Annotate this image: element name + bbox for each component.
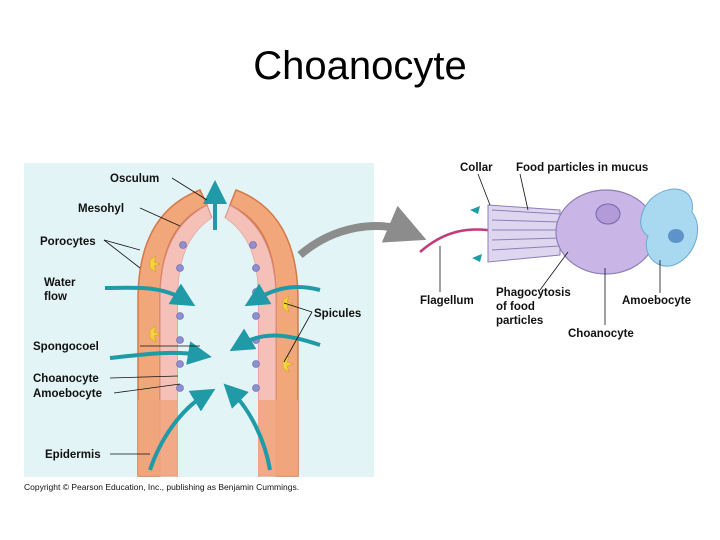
choanocyte-cell-body [556,190,656,274]
copyright-notice: Copyright © Pearson Education, Inc., pub… [24,482,299,492]
amoebocyte-cell-shape [641,189,698,266]
label-collar: Collar [460,162,493,174]
sponge-body [138,190,298,476]
label-mesohyl: Mesohyl [78,203,124,215]
label-osculum: Osculum [110,173,159,185]
label-amoebocyte-cell: Amoebocyte [622,295,691,307]
label-water-flow-line2: flow [44,291,67,303]
choanocyte-nucleus [596,204,620,224]
choanocyte-cell-detail [420,189,698,274]
label-choanocyte-cell: Choanocyte [568,328,634,340]
label-food-particles: Food particles in mucus [516,162,648,174]
amoebocyte-nucleus [668,229,684,243]
label-spicules: Spicules [314,308,361,320]
label-phagocytosis-line3: particles [496,315,543,327]
zoom-pointer-arrow [300,226,408,255]
spongocoel-cavity [178,218,258,476]
cell-flow-arrows [470,206,482,262]
label-amoebocyte: Amoebocyte [33,388,102,400]
label-porocytes: Porocytes [40,236,96,248]
label-spongocoel: Spongocoel [33,341,99,353]
label-choanocyte: Choanocyte [33,373,99,385]
label-epidermis: Epidermis [45,449,101,461]
label-phagocytosis-line1: Phagocytosis [496,287,571,299]
label-flagellum: Flagellum [420,295,474,307]
label-water-flow-line1: Water [44,277,76,289]
label-phagocytosis-line2: of food [496,301,535,313]
